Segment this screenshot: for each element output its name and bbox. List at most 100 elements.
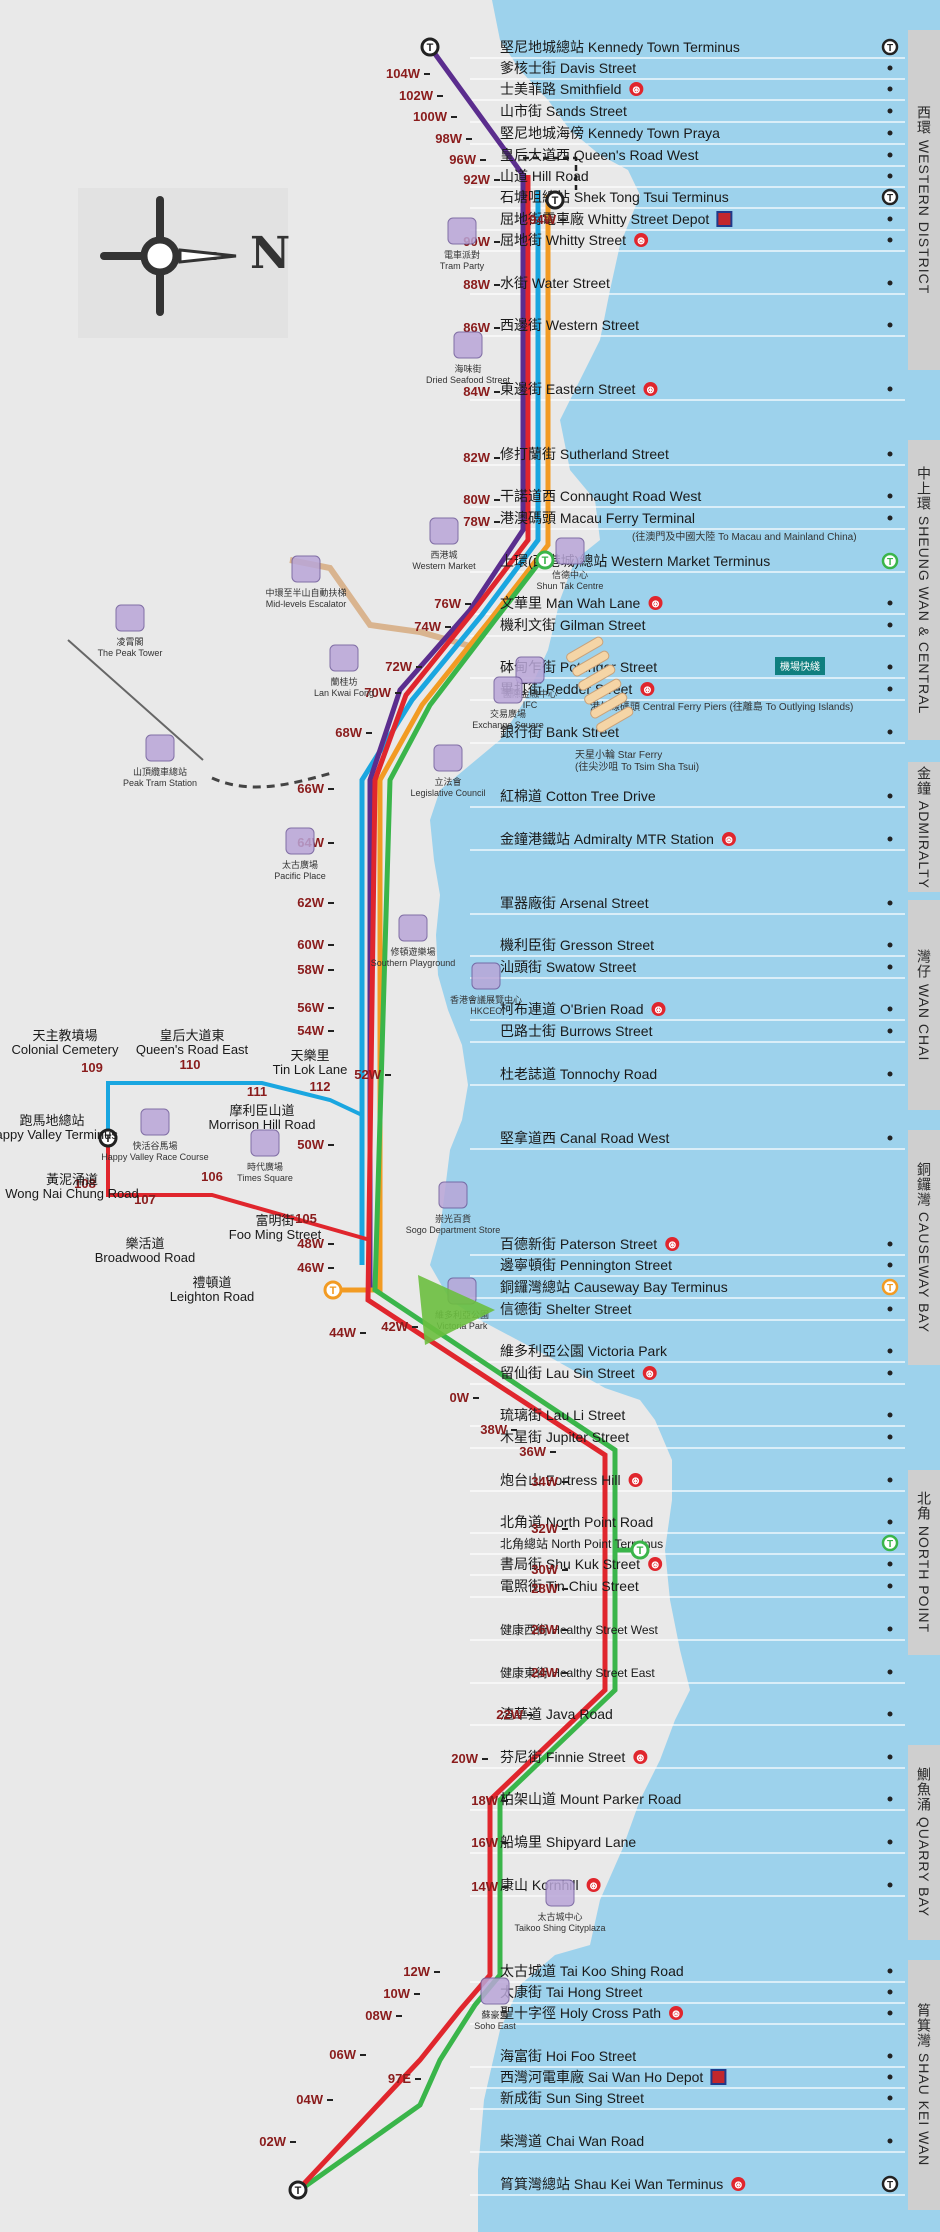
mtr-icon-glyph: ⊛ (643, 685, 651, 696)
landmark-icon (493, 676, 523, 704)
street-label: 爹核士街 Davis Street (500, 60, 636, 76)
street-dot (887, 1519, 893, 1525)
district-label: 金鐘 ADMIRALTY (908, 762, 940, 892)
mtr-icon (633, 1750, 648, 1764)
route-terminus-icon (545, 190, 565, 210)
mtr-icon-glyph: ⊛ (668, 1240, 676, 1251)
street-dot (887, 836, 893, 842)
street-label: 西邊街 Western Street (500, 317, 639, 333)
street-label: 船塢里 Shipyard Lane (500, 1834, 636, 1850)
street-dot (887, 1412, 893, 1418)
landmark-icon (285, 827, 315, 855)
street-dot (887, 1241, 893, 1247)
street-dot (887, 2138, 893, 2144)
street-dot (887, 451, 893, 457)
street-label: 木星街 Jupiter Street (500, 1429, 629, 1445)
street-dot (887, 1968, 893, 1974)
mtr-icon (665, 1237, 680, 1251)
tram-stop-label: 14W (471, 1879, 498, 1894)
shek-tong-tsui-link (523, 156, 578, 190)
street-dot (887, 216, 893, 222)
tram-stop-label: 08W (365, 2008, 392, 2023)
landmark-icon (329, 644, 359, 672)
branch-stop-label: 111 (247, 1084, 267, 1099)
street-dot (887, 322, 893, 328)
street-label: 屈地街電車廠 Whitty Street Depot (500, 211, 709, 227)
landmark-icon (429, 517, 459, 545)
landmark-icon (438, 1181, 468, 1209)
tram-stop-label: 102W (399, 88, 434, 103)
route-terminus-icon (323, 1280, 343, 1300)
landmark-icon (480, 1977, 510, 2005)
route-terminus-letter: T (295, 2185, 302, 2197)
tram-stop-label: 30W (531, 1562, 558, 1577)
street-dot (887, 900, 893, 906)
mtr-icon (651, 1002, 666, 1016)
route-terminus-icon (630, 1540, 650, 1560)
street-label: 太康街 Tai Hong Street (500, 1984, 642, 2000)
tram-stop-label: 38W (480, 1422, 507, 1437)
street-dot (887, 1583, 893, 1589)
blue-tram-route (359, 190, 541, 1265)
mtr-icon-glyph: ⊛ (637, 236, 645, 247)
mtr-icon (731, 2177, 746, 2191)
landmark-icon (250, 1129, 280, 1157)
street-dot (887, 964, 893, 970)
street-label: 海富街 Hoi Foo Street (500, 2048, 636, 2064)
street-label: 港澳碼頭 Macau Ferry Terminal (500, 510, 695, 526)
street-dot (887, 65, 893, 71)
route-terminus-letter: T (542, 555, 549, 567)
route-terminus-letter: T (552, 195, 559, 207)
tram-stop-label: 104W (386, 66, 421, 81)
tram-stop-label: 70W (364, 685, 391, 700)
street-dot (887, 1839, 893, 1845)
tram-stop-label: 82W (463, 450, 490, 465)
route-terminus-icon (535, 550, 555, 570)
tram-stop-label: 18W (471, 1793, 498, 1808)
tram-stop-label: 12W (403, 1964, 430, 1979)
ferry-pier-icon (590, 692, 628, 719)
mtr-icon-glyph: ⊛ (725, 835, 733, 846)
tram-stop-label: 26W (531, 1622, 558, 1637)
mtr-icon-glyph: ⊛ (636, 1753, 644, 1764)
peak-tower-link (67, 639, 204, 761)
street-label: 北角道 North Point Road (500, 1514, 653, 1530)
street-dot (887, 386, 893, 392)
street-dot (887, 1370, 893, 1376)
street-label: 堅尼地城總站 Kennedy Town Terminus (500, 39, 740, 55)
tram-stop-label: 46W (297, 1260, 324, 1275)
mtr-icon-glyph: ⊛ (632, 85, 640, 96)
tram-stop-label: 62W (297, 895, 324, 910)
ferry-pier-icon (578, 664, 616, 691)
tram-stop-label: 42W (381, 1319, 408, 1334)
terminus-icon (881, 188, 899, 206)
street-label: 山道 Hill Road (500, 168, 589, 184)
mtr-icon (648, 596, 663, 610)
terminus-icon-letter: T (887, 2180, 893, 2191)
tram-stop-label: 34W (531, 1474, 558, 1489)
street-dot (887, 1006, 893, 1012)
tram-stop-label: 36W (519, 1444, 546, 1459)
tram-stop-label: 48W (297, 1236, 324, 1251)
street-dot (887, 1071, 893, 1077)
terminus-icon (881, 2175, 899, 2193)
mtr-icon (586, 1878, 601, 1892)
street-label: 堅尼地城海傍 Kennedy Town Praya (500, 125, 720, 141)
street-label: 維多利亞公園 Victoria Park (500, 1343, 668, 1359)
street-label: 杜老誌道 Tonnochy Road (500, 1066, 657, 1082)
red-tram-route (296, 175, 608, 2192)
street-dot (887, 515, 893, 521)
street-label: 汕頭街 Swatow Street (500, 959, 636, 975)
mtr-icon (643, 382, 658, 396)
tram-stop-label: 88W (463, 277, 490, 292)
district-label: 西環 WESTERN DISTRICT (908, 30, 940, 370)
mtr-icon (629, 82, 644, 96)
